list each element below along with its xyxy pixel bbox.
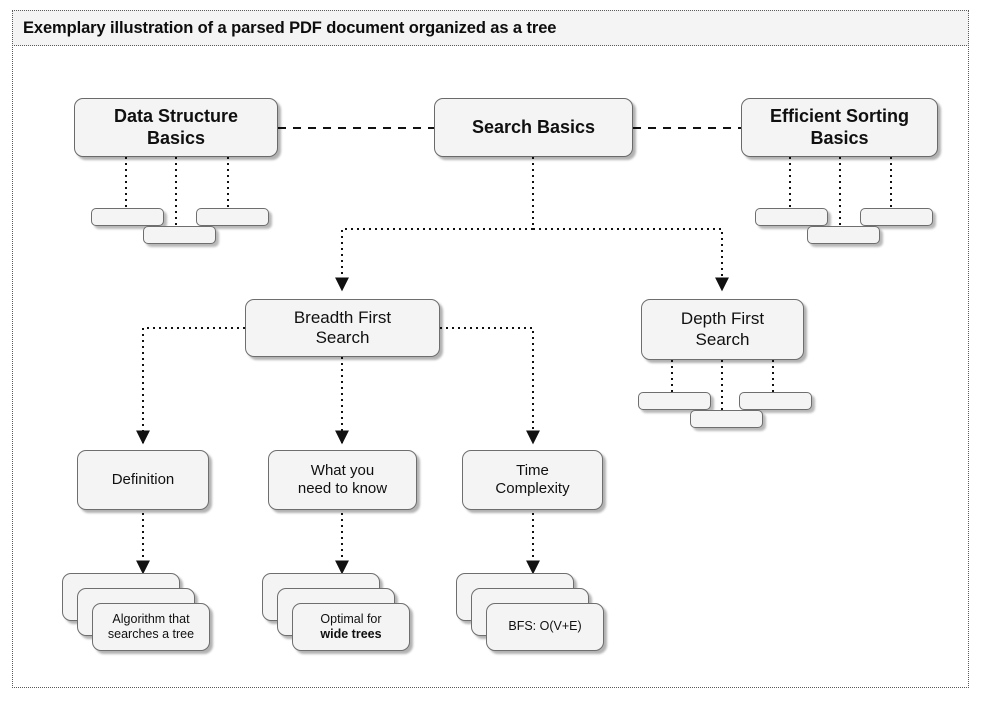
card-line-2: wide trees <box>320 627 382 641</box>
card-stack-optimal-for-wide-trees[interactable]: Optimal for wide trees <box>262 573 412 663</box>
card-front[interactable]: Optimal for wide trees <box>292 603 410 651</box>
card-front[interactable]: Algorithm that searches a tree <box>92 603 210 651</box>
node-label: Search Basics <box>471 116 596 137</box>
card-line-2: searches a tree <box>107 627 195 641</box>
node-label: Time Complexity <box>495 462 570 497</box>
placeholder-box-dfs-3[interactable] <box>739 392 812 410</box>
node-label: Efficient Sorting Basics <box>770 106 909 148</box>
placeholder-box-dsb-1[interactable] <box>91 208 164 226</box>
node-time-complexity[interactable]: Time Complexity <box>462 450 603 510</box>
card-line-1: BFS: O(V+E) <box>508 619 582 634</box>
node-breadth-first-search[interactable]: Breadth First Search <box>245 299 440 357</box>
node-label: Breadth First Search <box>293 307 392 347</box>
node-search-basics[interactable]: Search Basics <box>434 98 633 157</box>
diagram-title-bar: Exemplary illustration of a parsed PDF d… <box>12 10 969 46</box>
placeholder-box-dfs-1[interactable] <box>638 392 711 410</box>
card-line-1: Algorithm that <box>112 611 190 626</box>
node-definition[interactable]: Definition <box>77 450 209 510</box>
node-data-structure-basics[interactable]: Data Structure Basics <box>74 98 278 157</box>
node-what-you-need-to-know[interactable]: What you need to know <box>268 450 417 510</box>
card-front-text: Algorithm that searches a tree <box>108 612 194 643</box>
card-stack-algorithm-that-searches-a-tree[interactable]: Algorithm that searches a tree <box>62 573 212 663</box>
card-line-1: Optimal for <box>320 611 382 626</box>
card-front-text: Optimal for wide trees <box>320 612 381 643</box>
card-front[interactable]: BFS: O(V+E) <box>486 603 604 651</box>
card-stack-bfs-complexity[interactable]: BFS: O(V+E) <box>456 573 606 663</box>
node-efficient-sorting-basics[interactable]: Efficient Sorting Basics <box>741 98 938 157</box>
placeholder-box-esb-3[interactable] <box>860 208 933 226</box>
node-label: Data Structure Basics <box>113 106 239 148</box>
placeholder-box-esb-2[interactable] <box>807 226 880 244</box>
node-label: Definition <box>111 471 175 489</box>
node-label: What you need to know <box>297 462 388 497</box>
placeholder-box-dsb-2[interactable] <box>143 226 216 244</box>
placeholder-box-esb-1[interactable] <box>755 208 828 226</box>
page-title: Exemplary illustration of a parsed PDF d… <box>23 18 557 37</box>
placeholder-box-dsb-3[interactable] <box>196 208 269 226</box>
node-label: Depth First Search <box>680 309 765 349</box>
node-depth-first-search[interactable]: Depth First Search <box>641 299 804 360</box>
card-front-text: BFS: O(V+E) <box>508 619 581 634</box>
placeholder-box-dfs-2[interactable] <box>690 410 763 428</box>
